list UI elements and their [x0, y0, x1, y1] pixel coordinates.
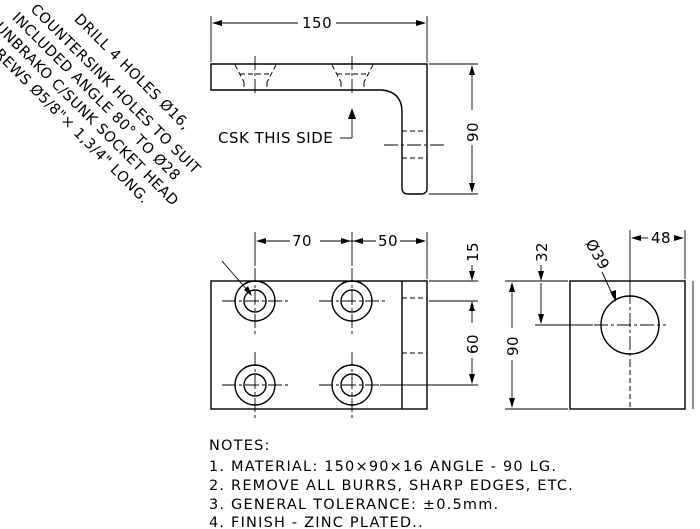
csk-arrow-head: [348, 108, 356, 119]
callout-line-4: UNBRAKO C/SUNK SOCKET HEAD: [0, 20, 181, 210]
drill-callout: DRILL 4 HOLES Ø16, COUNTERSINK HOLES TO …: [0, 1, 203, 210]
notes-block: NOTES: 1. MATERIAL: 150×90×16 ANGLE - 90…: [209, 438, 574, 529]
side-dim-32-label: 32: [533, 242, 551, 262]
hole-top-left: [222, 268, 290, 334]
top-view: 150 90 CSK THIS SIDE: [210, 14, 482, 195]
plate-outline: [210, 280, 428, 410]
dim-150-label: 150: [302, 14, 332, 32]
angle-profile: [210, 63, 428, 195]
hole-bottom-right: [319, 352, 387, 418]
hole-top-right: [319, 268, 387, 334]
callout-leader: [221, 260, 249, 292]
top-csk-hole-2: [331, 56, 374, 96]
hole-bottom-left: [222, 352, 290, 418]
notes-heading: NOTES:: [209, 438, 271, 454]
callout-leader-arrow: [244, 286, 252, 296]
dim-90-label: 90: [464, 122, 482, 142]
dim-60-label: 60: [464, 334, 482, 354]
dim-15-label: 15: [464, 242, 482, 262]
dim-50-label: 50: [378, 232, 398, 250]
csk-this-side-label: CSK THIS SIDE: [218, 129, 333, 147]
note-2: 2. REMOVE ALL BURRS, SHARP EDGES, ETC.: [209, 478, 574, 494]
dim-70-label: 70: [292, 232, 312, 250]
note-1: 1. MATERIAL: 150×90×16 ANGLE - 90 LG.: [209, 459, 557, 475]
top-csk-hole-1: [234, 56, 277, 96]
note-4: 4. FINISH - ZINC PLATED..: [209, 515, 424, 529]
note-3: 3. GENERAL TOLERANCE: ±0.5mm.: [209, 497, 499, 513]
side-dim-48-label: 48: [651, 229, 671, 247]
side-outline: [569, 280, 686, 410]
side-dim-90-label: 90: [504, 336, 522, 356]
front-view: 70 50 15 60: [210, 232, 482, 418]
side-dia-label: Ø39: [582, 236, 614, 273]
side-view: 90 32 48 Ø39: [504, 229, 694, 410]
